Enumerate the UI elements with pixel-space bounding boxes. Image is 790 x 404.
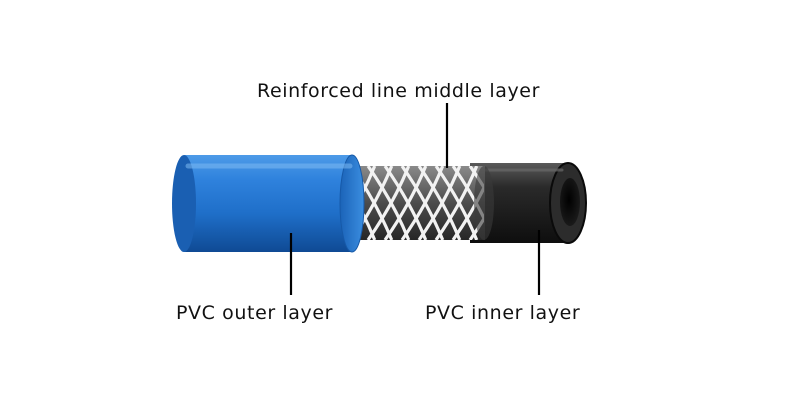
- label-pvc-inner-layer: PVC inner layer: [425, 302, 581, 324]
- mesh-strand: [468, 166, 484, 240]
- label-pvc-outer-layer: PVC outer layer: [176, 302, 334, 324]
- label-reinforced-middle-layer: Reinforced line middle layer: [257, 80, 541, 102]
- outer-layer-end-face: [339, 154, 365, 253]
- inner-bore: [560, 178, 580, 226]
- outer-layer-tube: [172, 154, 365, 253]
- mesh-strand: [468, 166, 484, 240]
- inner-layer-tube: [470, 162, 587, 244]
